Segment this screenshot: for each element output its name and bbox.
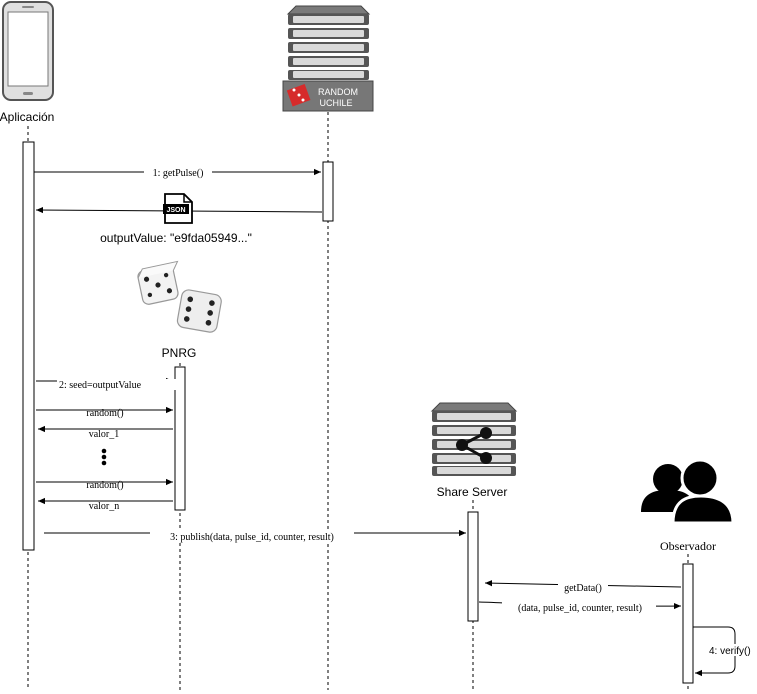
logo-text-random: RANDOM: [318, 87, 358, 97]
activation-app: [22, 141, 35, 551]
activation-share: [467, 511, 479, 622]
message-publish: 3: publish(data, pulse_id, counter, resu…: [170, 532, 334, 543]
dice-icon: [137, 260, 222, 333]
dice-logo-icon: [286, 84, 311, 107]
users-group-icon: [641, 458, 735, 525]
message-get-data: getData(): [564, 583, 602, 594]
share-icon: [456, 427, 492, 464]
activation-random: [322, 161, 334, 222]
output-value-label: outputValue: "e9fda05949...": [100, 231, 252, 245]
participant-label-observer: Observador: [660, 539, 716, 553]
vertical-ellipsis-icon: [101, 448, 107, 466]
message-valor-1: valor_1: [89, 429, 120, 440]
message-random-n: random(): [86, 480, 123, 491]
message-verify: 4: verify(): [709, 646, 751, 657]
activation-observer: [682, 563, 694, 684]
message-valor-n: valor_n: [89, 501, 120, 512]
activation-pnrg: [174, 366, 186, 511]
participant-label-pnrg: PNRG: [162, 346, 197, 360]
participant-label-app: Aplicación: [0, 110, 54, 124]
json-badge: JSON: [166, 207, 185, 214]
message-random-1: random(): [86, 408, 123, 419]
share-server-icon: [430, 402, 518, 476]
participant-label-share: Share Server: [437, 485, 508, 499]
message-seed: 2: seed=outputValue: [59, 380, 142, 391]
json-file-icon: JSON: [163, 193, 193, 224]
message-data-return: (data, pulse_id, counter, result): [518, 603, 642, 614]
logo-text-uchile: UCHILE: [319, 98, 352, 108]
smartphone-icon: [2, 1, 54, 101]
message-get-pulse: 1: getPulse(): [153, 168, 204, 179]
